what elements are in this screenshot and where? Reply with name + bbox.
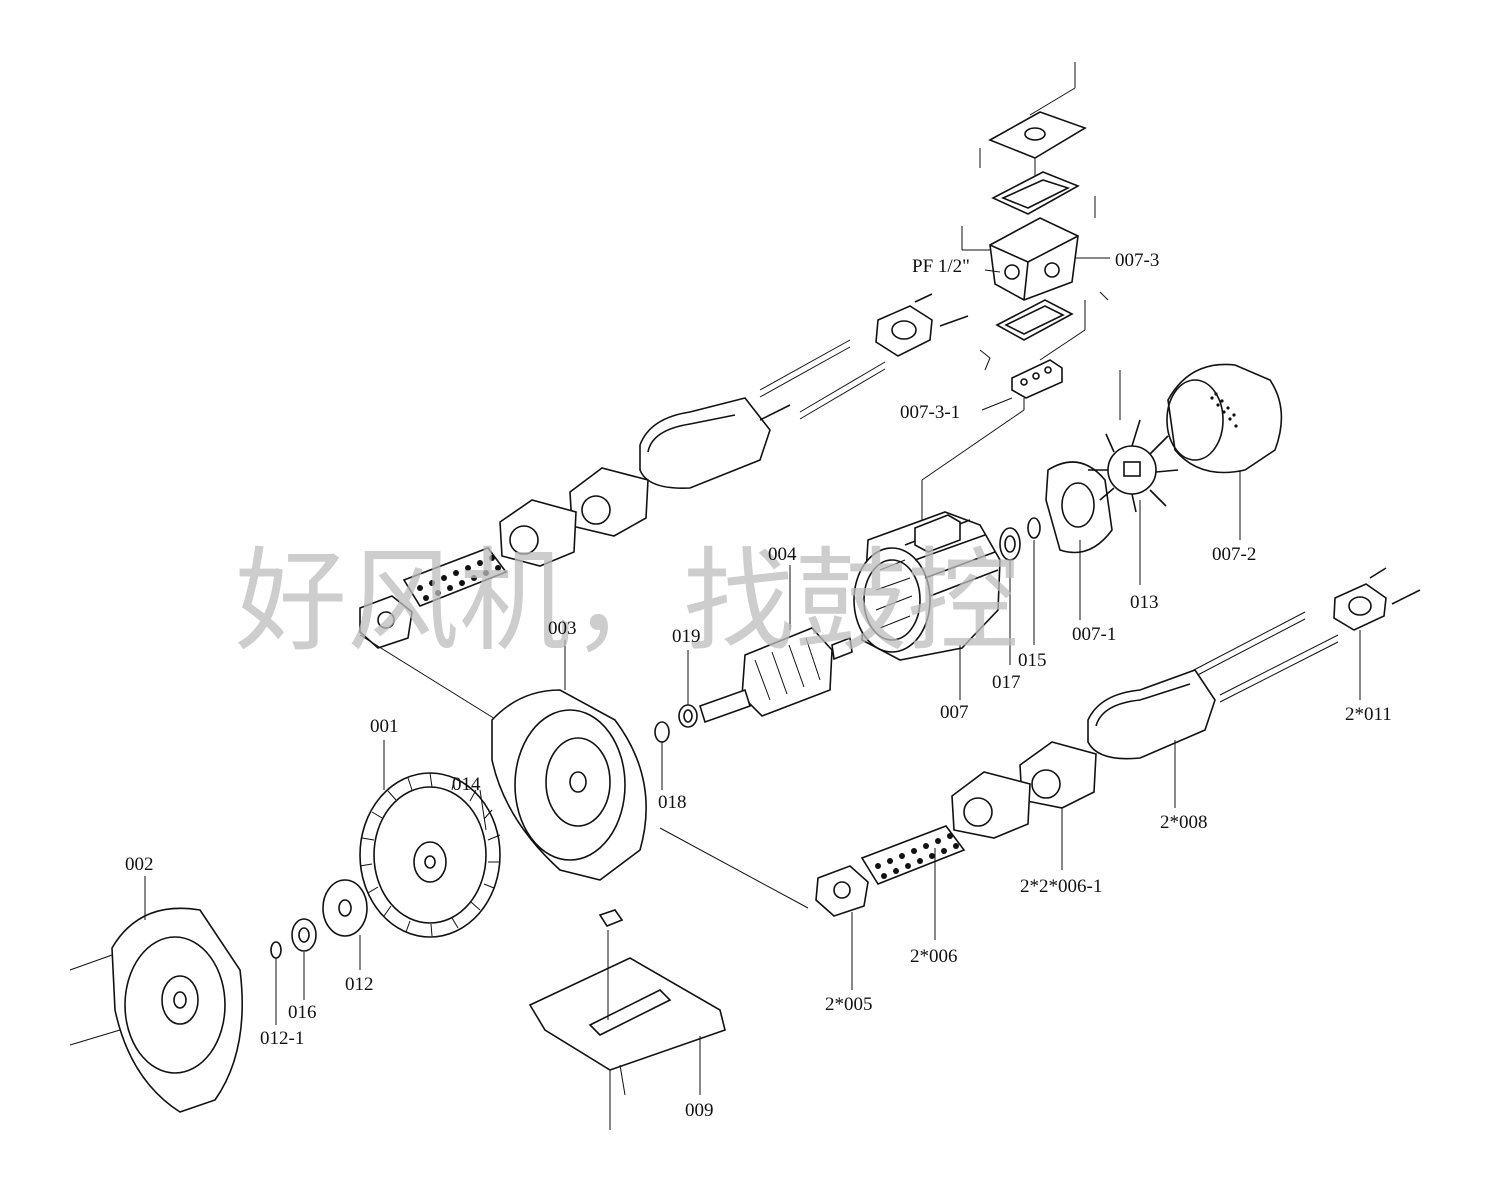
callout-019: 019 [672,626,701,647]
callout-018: 018 [658,792,687,813]
upper-muffler-assembly [359,293,969,723]
front-bearing-parts [270,879,368,959]
callout-2x011: 2*011 [1345,704,1392,725]
perforation-dots-upper [417,555,501,601]
main-housing [491,689,809,909]
callout-012-1: 012-1 [260,1028,304,1049]
callout-2x2x006-1: 2*2*006-1 [1020,876,1102,897]
impeller [359,772,501,938]
leader-lines [144,257,1361,1095]
callout-009: 009 [685,1100,714,1121]
perforation-dots-lower [875,833,959,879]
callout-labels: 001 002 003 004 007 007-1 007-2 007-3 00… [125,250,1392,1121]
callout-001: 001 [370,716,399,737]
callout-015: 015 [1018,650,1047,671]
fan-cover-vent-dots [1210,392,1238,428]
rear-components [999,363,1283,561]
terminal-box-assembly [921,62,1109,530]
callout-2x006: 2*006 [910,946,958,967]
cooling-fan [1088,419,1179,513]
callout-012: 012 [345,974,374,995]
motor-housing [853,511,1001,661]
callout-2x005: 2*005 [825,994,873,1015]
callout-007-1: 007-1 [1072,624,1116,645]
callout-016: 016 [288,1002,317,1023]
callout-007: 007 [940,702,969,723]
base-plate [528,909,726,1130]
watermark-text: 好风机，找鼓控 [235,537,1019,667]
callout-007-2: 007-2 [1212,544,1256,565]
callout-017: 017 [992,672,1021,693]
callout-014: 014 [452,774,481,795]
callout-002: 002 [125,854,154,875]
lower-muffler-assembly [815,567,1421,917]
callout-pf-thread: PF 1/2" [912,256,970,277]
callout-2x008: 2*008 [1160,812,1208,833]
callout-004: 004 [768,544,797,565]
rotor-shaft [654,627,853,743]
callout-007-3: 007-3 [1115,250,1159,271]
front-cover [69,907,243,1113]
callout-007-3-1: 007-3-1 [900,402,960,423]
callout-013: 013 [1130,592,1159,613]
callout-003: 003 [548,618,577,639]
